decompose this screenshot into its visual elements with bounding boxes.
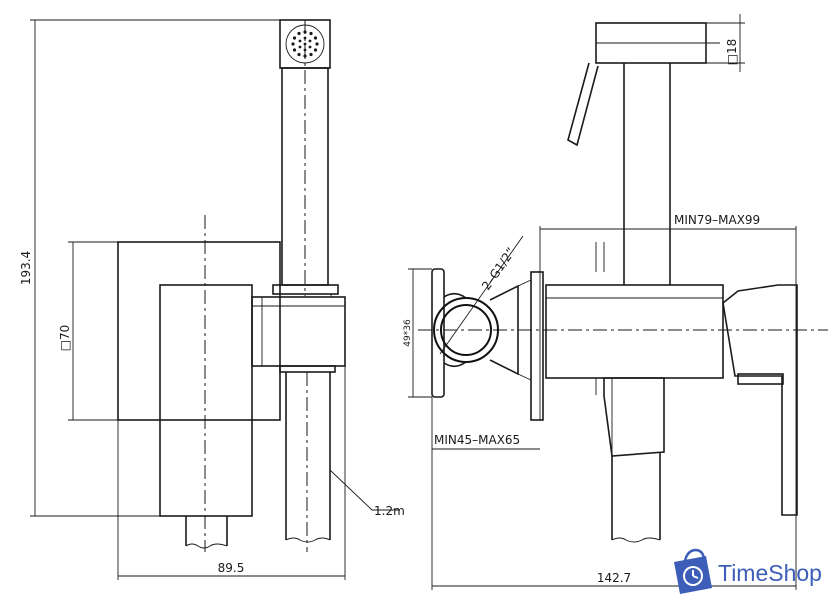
height-total-label: 193.4 <box>19 251 33 285</box>
hose-length-label: 1.2m <box>374 504 405 518</box>
wall-range-label: MIN45–MAX65 <box>434 433 520 447</box>
side-view: □18 MIN79–MAX99 2–G1/2” 49*36 <box>403 14 828 590</box>
thread-label: 2–G1/2” <box>479 245 518 293</box>
depth-total-label: 142.7 <box>597 571 631 585</box>
shopping-bag-clock-icon <box>674 548 712 594</box>
front-view: 193.4 □70 <box>19 19 405 580</box>
logo-text: TimeShop <box>718 560 822 586</box>
width-front-label: 89.5 <box>218 561 245 575</box>
head-square-label: □18 <box>725 39 739 66</box>
timeshop-logo: TimeShop <box>674 548 822 594</box>
inlet-height-label: 49*36 <box>403 319 413 347</box>
depth-range-label: MIN79–MAX99 <box>674 213 760 227</box>
body-square-label: □70 <box>58 325 72 352</box>
